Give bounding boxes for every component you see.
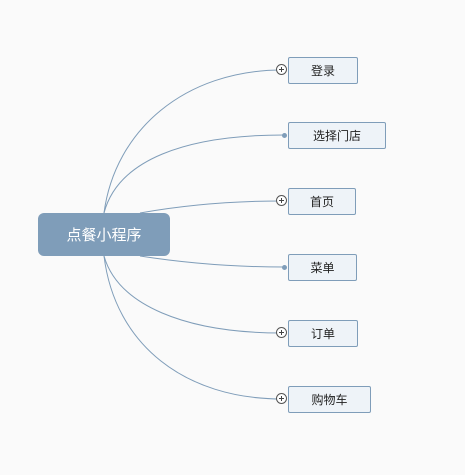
branch-topic-login[interactable]: 登录: [288, 57, 358, 84]
branch-topic-cart[interactable]: 购物车: [288, 386, 371, 413]
leaf-dot-icon: [282, 265, 287, 270]
branch-topic-label: 菜单: [310, 261, 335, 275]
leaf-dot-icon: [282, 133, 287, 138]
branch-topic-label: 首页: [309, 195, 334, 209]
branch-topic-home[interactable]: 首页: [288, 188, 356, 215]
connector-branch-3: [139, 255, 285, 268]
branch-topic-select-store[interactable]: 选择门店: [288, 122, 386, 149]
branch-topic-orders[interactable]: 订单: [288, 320, 358, 347]
connector-branch-1: [103, 134, 285, 214]
branch-topic-label: 订单: [310, 327, 335, 341]
branch-topic-label: 选择门店: [312, 129, 361, 143]
expand-plus-icon[interactable]: [276, 327, 287, 338]
branch-topic-label: 购物车: [311, 393, 348, 407]
connector-branch-2: [139, 200, 283, 214]
branch-topic-menu[interactable]: 菜单: [288, 254, 357, 281]
root-topic[interactable]: 点餐小程序: [38, 213, 170, 256]
expand-plus-icon[interactable]: [276, 393, 287, 404]
expand-plus-icon[interactable]: [276, 195, 287, 206]
connector-branch-5: [103, 255, 283, 400]
root-topic-label: 点餐小程序: [66, 226, 142, 244]
connector-branch-0: [103, 69, 283, 214]
branch-topic-label: 登录: [310, 64, 335, 78]
expand-plus-icon[interactable]: [276, 64, 287, 75]
connector-branch-4: [103, 255, 283, 334]
